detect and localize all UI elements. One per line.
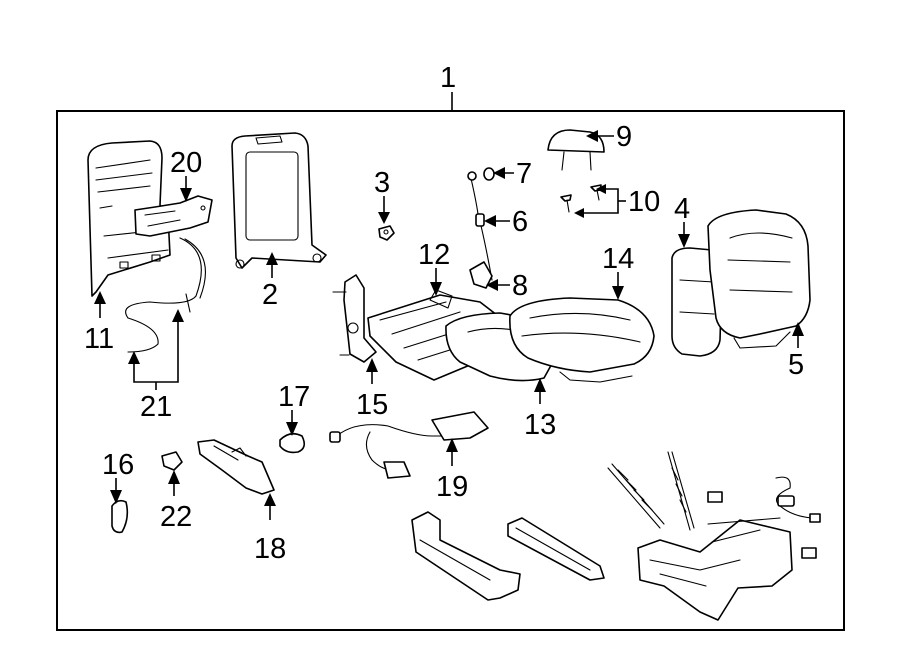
part-wire-loop xyxy=(125,237,206,353)
callout-11: 11 xyxy=(84,291,114,355)
part-cap xyxy=(161,451,183,471)
callout-18: 18 xyxy=(254,493,286,565)
callout-4: 4 xyxy=(674,193,690,248)
svg-text:11: 11 xyxy=(84,323,114,355)
callout-8: 8 xyxy=(486,270,528,302)
svg-text:7: 7 xyxy=(516,158,532,190)
part-springs xyxy=(607,451,695,531)
part-lumbar-bracket xyxy=(134,195,213,237)
part-seat-cushion-cover xyxy=(509,297,655,383)
callout-7: 7 xyxy=(493,158,532,190)
part-motor-pigtail xyxy=(775,476,821,523)
svg-text:5: 5 xyxy=(788,349,804,381)
svg-text:21: 21 xyxy=(140,391,172,423)
callout-20: 20 xyxy=(170,147,202,202)
assembly-callout-label: 1 xyxy=(440,62,456,94)
callout-22: 22 xyxy=(160,470,192,533)
callout-19: 19 xyxy=(436,438,468,503)
part-wiring-harness xyxy=(329,411,489,479)
svg-text:12: 12 xyxy=(418,239,450,271)
svg-text:6: 6 xyxy=(512,206,528,238)
callout-13: 13 xyxy=(524,378,556,441)
part-seat-trim-panel xyxy=(197,439,275,495)
svg-text:10: 10 xyxy=(628,186,660,218)
callout-6: 6 xyxy=(484,206,528,238)
callout-3: 3 xyxy=(374,167,390,224)
svg-text:16: 16 xyxy=(102,449,134,481)
svg-text:13: 13 xyxy=(524,409,556,441)
callout-2: 2 xyxy=(262,252,278,311)
svg-text:8: 8 xyxy=(512,270,528,302)
callout-9: 9 xyxy=(586,121,632,153)
svg-text:19: 19 xyxy=(436,471,468,503)
part-nut xyxy=(378,225,395,241)
part-headrest-guides xyxy=(560,184,602,213)
part-seatback-pad xyxy=(671,247,723,357)
assembly-frame xyxy=(56,110,845,631)
svg-text:17: 17 xyxy=(278,381,310,413)
callout-14: 14 xyxy=(602,243,634,300)
callout-21: 21 xyxy=(128,309,184,423)
part-cable-bracket xyxy=(469,261,493,289)
part-seat-side-bracket xyxy=(332,274,377,363)
svg-text:18: 18 xyxy=(254,533,286,565)
part-seat-track-right xyxy=(507,517,605,581)
part-power-seat-base xyxy=(637,491,817,621)
svg-text:2: 2 xyxy=(262,279,278,311)
part-clip xyxy=(483,167,495,181)
callout-16: 16 xyxy=(102,449,134,504)
svg-text:14: 14 xyxy=(602,243,634,275)
svg-text:3: 3 xyxy=(374,167,390,199)
part-recliner-cable xyxy=(467,171,493,281)
part-seatback-rear-frame xyxy=(87,140,171,297)
svg-text:15: 15 xyxy=(356,389,388,421)
callout-5: 5 xyxy=(788,322,804,381)
part-knob xyxy=(279,432,306,454)
svg-text:9: 9 xyxy=(616,121,632,153)
callout-10: 10 xyxy=(574,184,660,218)
callout-15: 15 xyxy=(356,358,388,421)
svg-text:20: 20 xyxy=(170,147,202,179)
part-seat-track-left xyxy=(411,511,521,601)
callout-12: 12 xyxy=(418,239,450,296)
part-small-handle xyxy=(111,499,129,534)
svg-text:4: 4 xyxy=(674,193,690,225)
callout-17: 17 xyxy=(278,381,310,436)
part-seatback-cover xyxy=(707,209,811,349)
svg-text:22: 22 xyxy=(160,501,192,533)
part-seatback-frame xyxy=(231,132,327,269)
